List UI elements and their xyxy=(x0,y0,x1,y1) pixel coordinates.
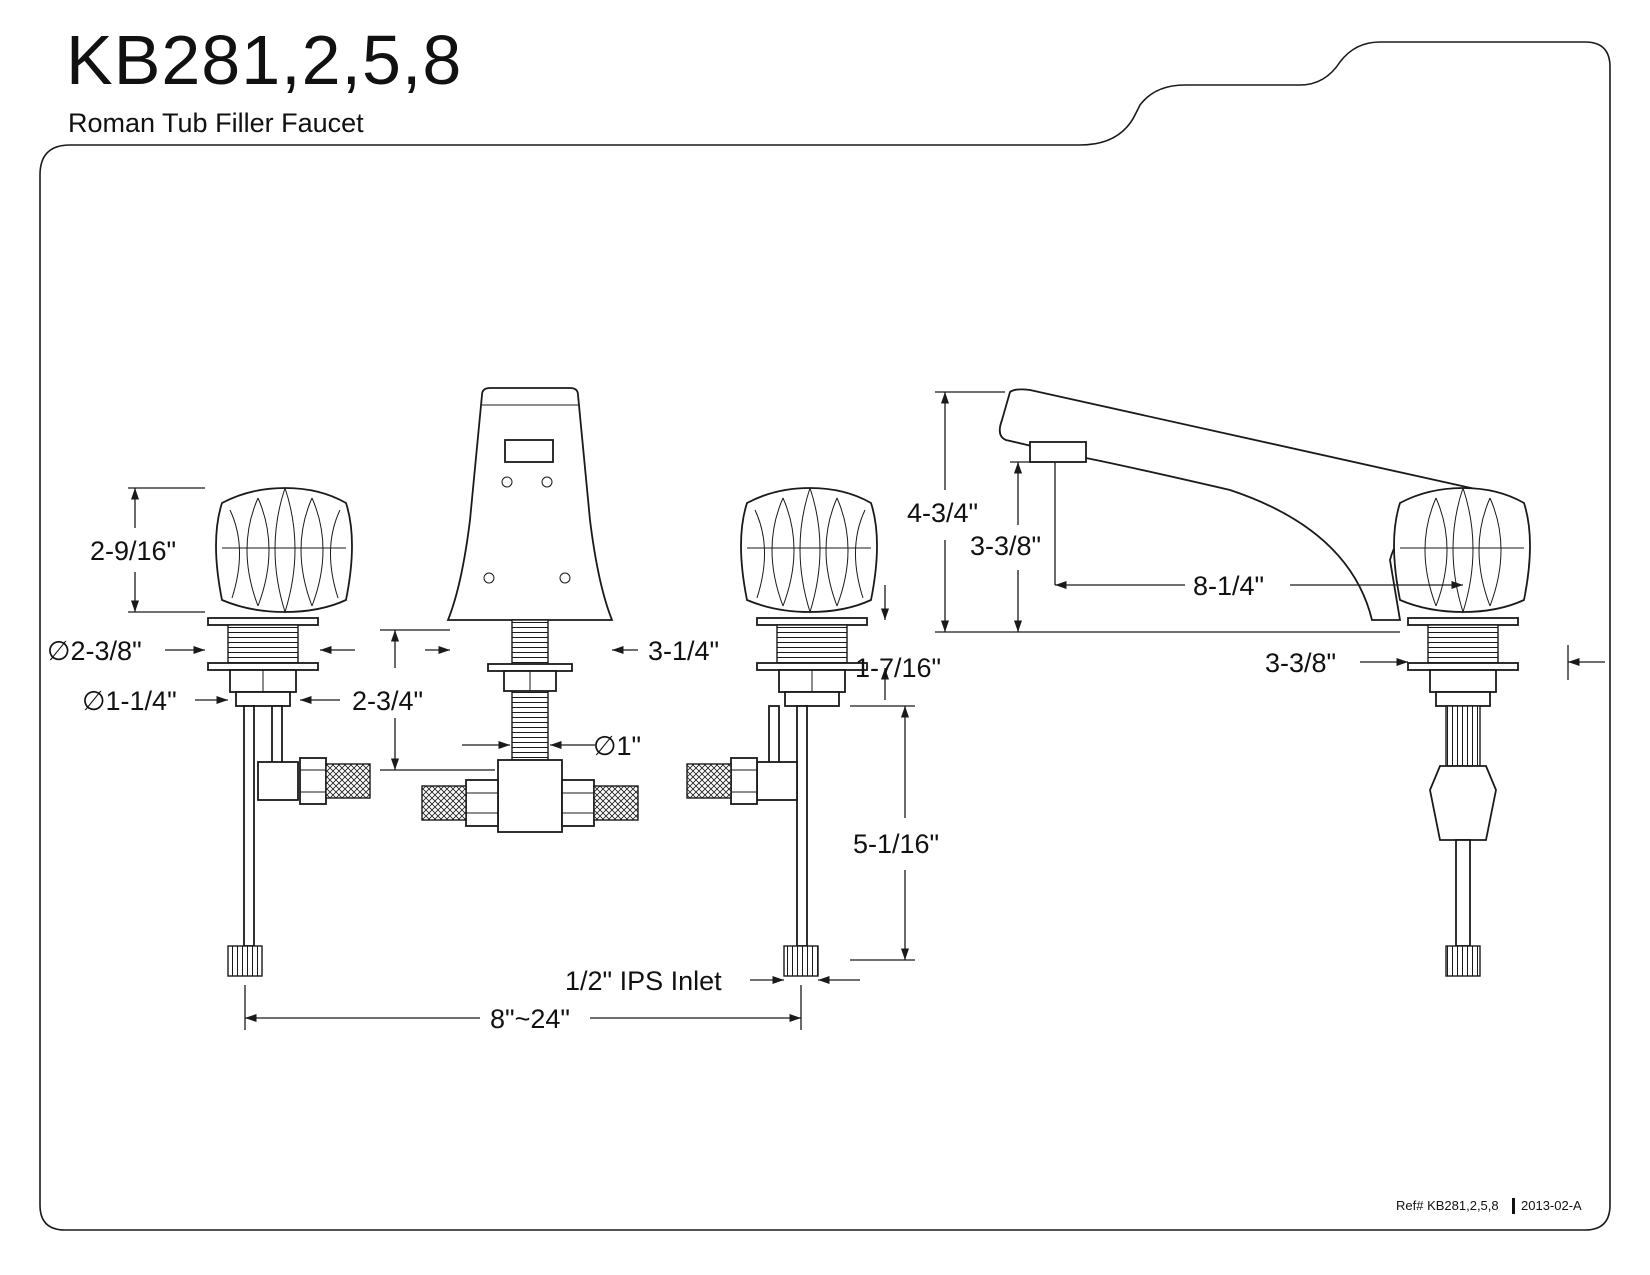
dim-shank-dia: ∅1-1/4" xyxy=(82,686,177,716)
page-subtitle: Roman Tub Filler Faucet xyxy=(68,108,364,138)
dim-spout-clearance: 3-3/8" xyxy=(970,531,1041,561)
spout-body xyxy=(446,387,614,621)
page-title: KB281,2,5,8 xyxy=(66,21,463,99)
dim-handle-thread: 1-7/16" xyxy=(855,653,941,683)
dim-spout-dia: ∅1" xyxy=(593,731,641,761)
center-spout-assembly xyxy=(421,387,639,833)
dim-flange-dia: ∅2-3/8" xyxy=(47,636,142,666)
dim-side-flange-dia: 3-3/8" xyxy=(1265,648,1336,678)
side-crystal-handle xyxy=(1393,487,1531,613)
dim-spread: 8"~24" xyxy=(490,1004,570,1034)
dim-inlet: 1/2" IPS Inlet xyxy=(565,966,722,996)
dim-shank-length: 2-3/4" xyxy=(352,686,423,716)
left-handle-assembly xyxy=(207,487,371,977)
reference-number: Ref# KB281,2,5,8 xyxy=(1396,1198,1499,1213)
reference-block: Ref# KB281,2,5,8 2013-02-A xyxy=(1396,1198,1582,1214)
dim-handle-height: 2-9/16" xyxy=(90,536,176,566)
dimension-labels: 2-9/16" ∅2-3/8" ∅1-1/4" 2-3/4" ∅1" 3-1/4… xyxy=(47,498,1336,1034)
dim-spout-width: 3-1/4" xyxy=(648,636,719,666)
revision-code: 2013-02-A xyxy=(1521,1198,1582,1213)
dim-spout-reach: 8-1/4" xyxy=(1193,571,1264,601)
sheet-border xyxy=(39,41,1611,1231)
side-view-assembly xyxy=(998,388,1531,977)
dim-spout-height: 4-3/4" xyxy=(907,498,978,528)
dim-supply-length: 5-1/16" xyxy=(853,829,939,859)
dimension-lines xyxy=(128,391,1605,1030)
right-crystal-handle xyxy=(740,487,878,613)
right-handle-assembly xyxy=(686,487,878,977)
left-crystal-handle xyxy=(215,487,353,613)
